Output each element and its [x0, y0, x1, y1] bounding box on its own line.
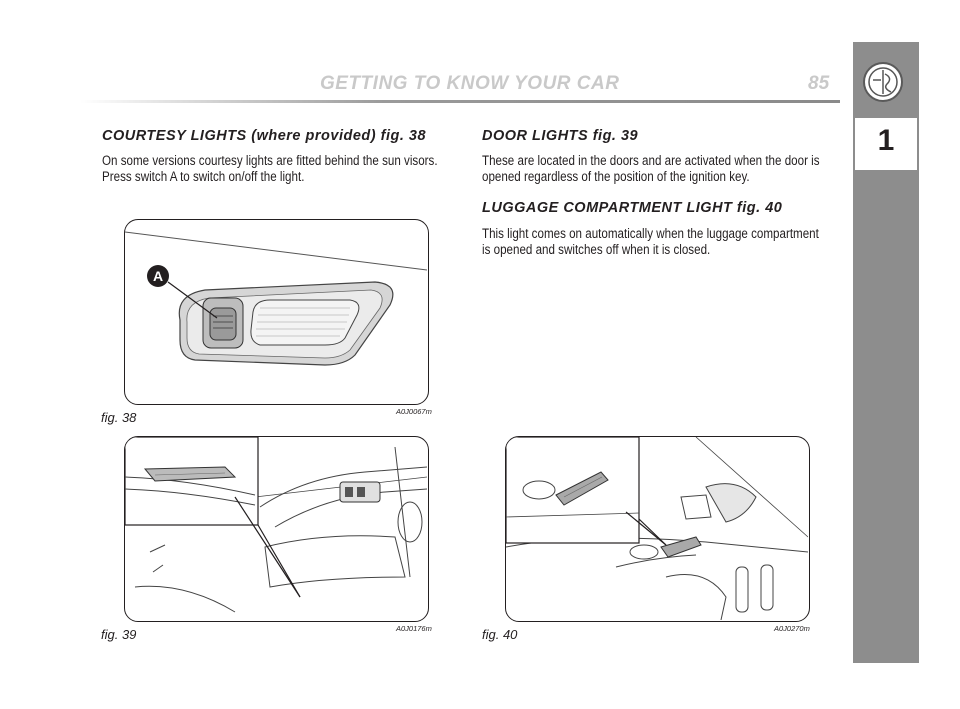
fig-39-code: A0J0176m	[396, 624, 432, 633]
chapter-tab[interactable]	[855, 118, 917, 170]
callout-a-badge	[147, 265, 169, 287]
header-rule	[80, 100, 840, 103]
courtesy-lights-text-1: On some versions courtesy lights are fit…	[102, 153, 438, 168]
alfa-romeo-logo-icon	[863, 62, 903, 102]
fig-38-code: A0J0067m	[396, 407, 432, 416]
door-lights-heading: DOOR LIGHTS fig. 39	[482, 128, 639, 144]
running-header: GETTING TO KNOW YOUR CAR	[320, 73, 620, 94]
fig-39-label: fig. 39	[101, 627, 137, 642]
fig-38-label: fig. 38	[101, 410, 137, 425]
door-lights-text-1: These are located in the doors and are a…	[482, 153, 820, 168]
callout-a-label: A	[153, 268, 163, 284]
page-number: 85	[808, 73, 830, 94]
figure-39-illustration	[124, 436, 429, 622]
door-lights-text-2: opened regardless of the position of the…	[482, 169, 750, 184]
figure-38-illustration: A	[124, 219, 429, 405]
courtesy-lights-text-2: Press switch A to switch on/off the ligh…	[102, 169, 305, 184]
chapter-number: 1	[877, 124, 895, 157]
fig-40-label: fig. 40	[482, 627, 518, 642]
luggage-light-text-2: is opened and switches off when it is cl…	[482, 242, 711, 257]
courtesy-lights-heading: COURTESY LIGHTS (where provided) fig. 38	[102, 128, 427, 144]
luggage-light-text-1: This light comes on automatically when t…	[482, 226, 819, 241]
figure-40-illustration	[505, 436, 810, 622]
fig-40-code: A0J0270m	[774, 624, 810, 633]
luggage-light-heading: LUGGAGE COMPARTMENT LIGHT fig. 40	[482, 200, 783, 216]
